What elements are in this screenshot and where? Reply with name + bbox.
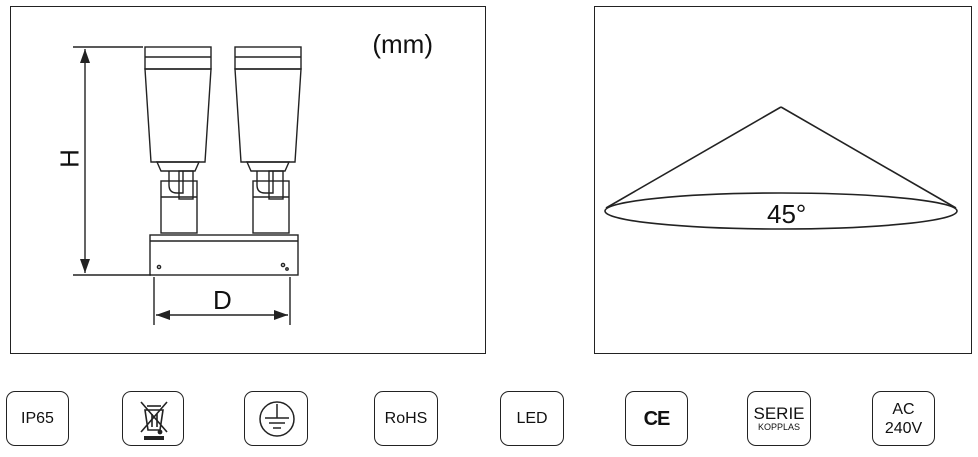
left-lamp-head <box>144 46 212 234</box>
beam-cone-left-edge <box>605 106 782 209</box>
beam-cone-drawing <box>604 106 958 230</box>
beam-angle-panel: 45° <box>594 6 972 354</box>
spotlight-drawing <box>73 46 302 325</box>
earth-ground-graphic <box>259 401 295 437</box>
height-arrow-top <box>80 49 90 63</box>
mounting-base <box>149 234 299 276</box>
voltage-label: 240V <box>884 419 923 437</box>
kopplas-label: KOPPLAS <box>757 422 801 432</box>
ac-label: AC <box>892 400 915 418</box>
ip65-icon: IP65 <box>6 391 69 446</box>
right-lamp-head <box>234 46 302 234</box>
rohs-icon: RoHS <box>374 391 438 446</box>
depth-arrow-right <box>274 310 288 320</box>
depth-label: D <box>213 285 232 315</box>
led-icon: LED <box>500 391 564 446</box>
beam-angle-label: 45° <box>767 199 807 229</box>
earth-ground-icon <box>244 391 308 446</box>
ip65-label: IP65 <box>21 409 54 427</box>
weee-crossed-bin-graphic <box>140 401 168 440</box>
ce-mark-icon: CE <box>625 391 688 446</box>
beam-ellipse <box>604 192 958 230</box>
weee-crossed-bin-icon <box>122 391 184 446</box>
serie-kopplas-icon: SERIE KOPPLAS <box>747 391 811 446</box>
ce-mark-label: CE <box>643 407 671 430</box>
unit-label: (mm) <box>372 29 433 59</box>
serie-label: SERIE <box>753 404 805 423</box>
beam-cone-right-edge <box>780 106 957 209</box>
height-arrow-bottom <box>80 259 90 273</box>
depth-arrow-left <box>156 310 170 320</box>
ac-240v-icon: AC 240V <box>872 391 935 446</box>
led-label: LED <box>516 409 548 427</box>
rohs-label: RoHS <box>384 409 428 427</box>
dimension-drawing-panel: (mm) H D <box>10 6 486 354</box>
